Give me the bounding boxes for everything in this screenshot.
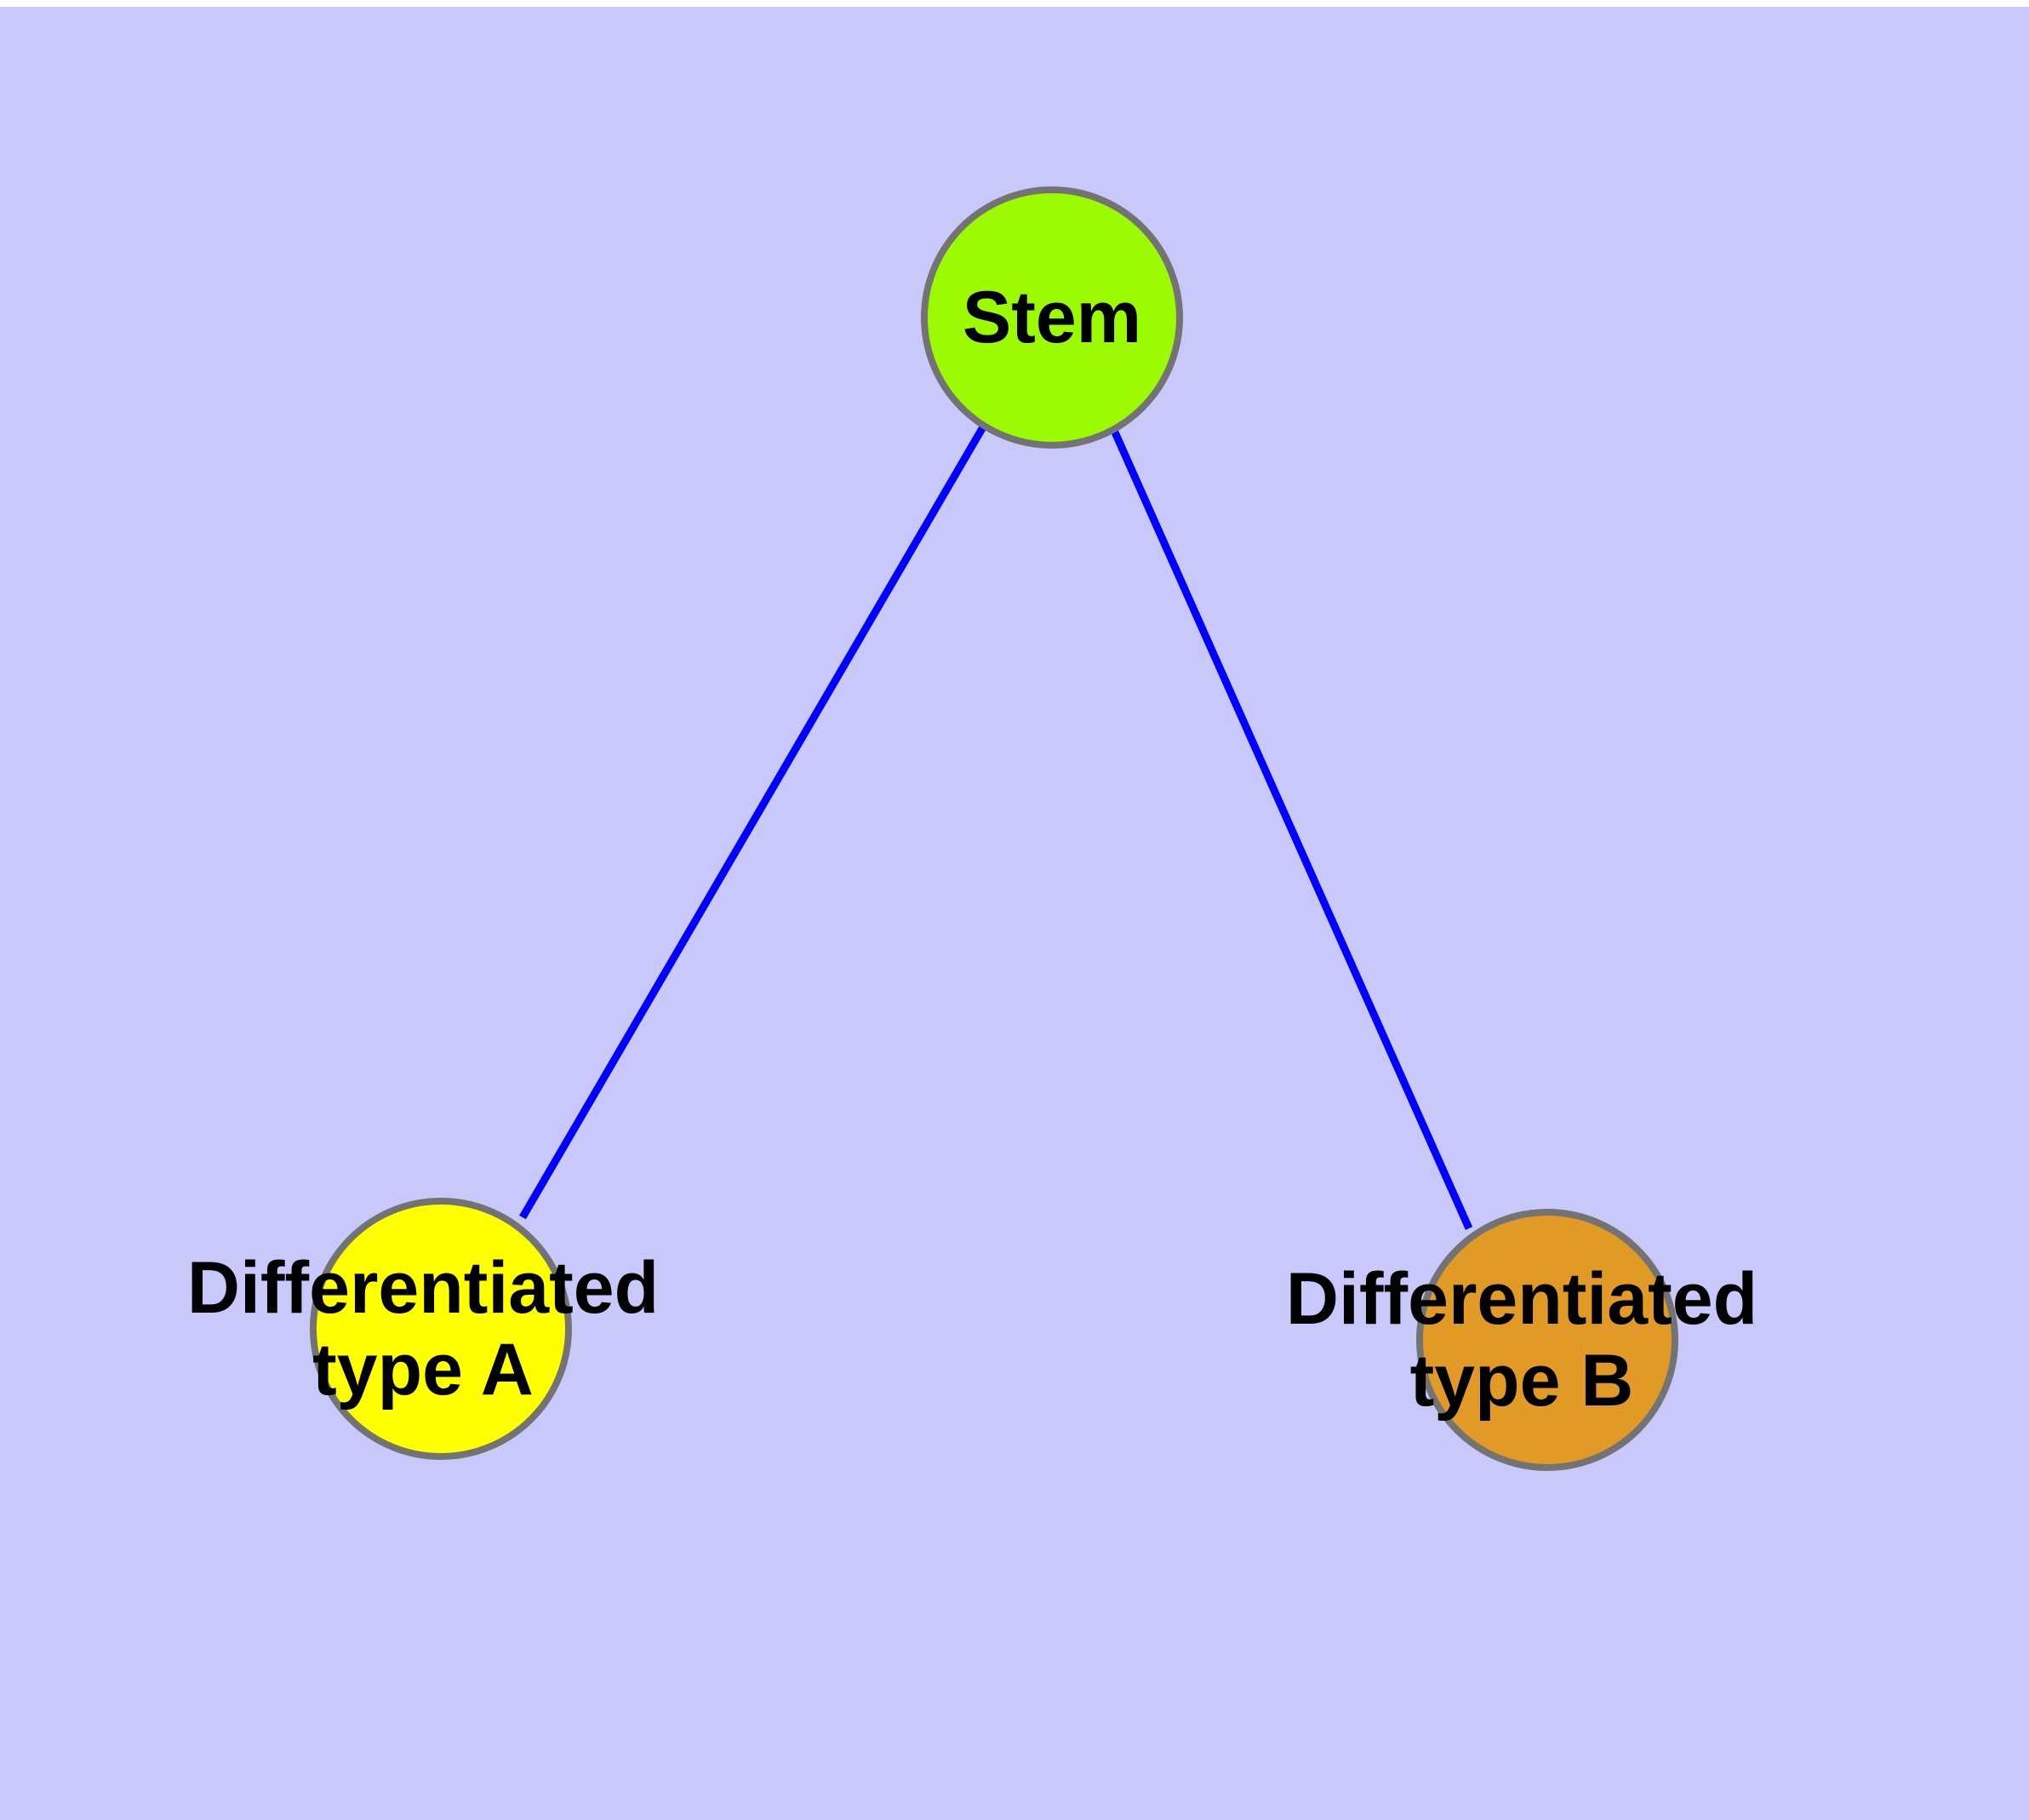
edge-layer [519,423,1473,1230]
node-diff-a-circle[interactable] [310,1198,572,1460]
node-stem[interactable]: Stem [921,186,1183,449]
node-stem-circle[interactable] [921,186,1183,449]
edge-stem-to-diff-b[interactable] [1108,425,1473,1230]
edge-stem-to-diff-a[interactable] [519,423,987,1220]
node-stem-label: Stem [963,277,1141,358]
node-diff-b-circle[interactable] [1416,1209,1678,1471]
